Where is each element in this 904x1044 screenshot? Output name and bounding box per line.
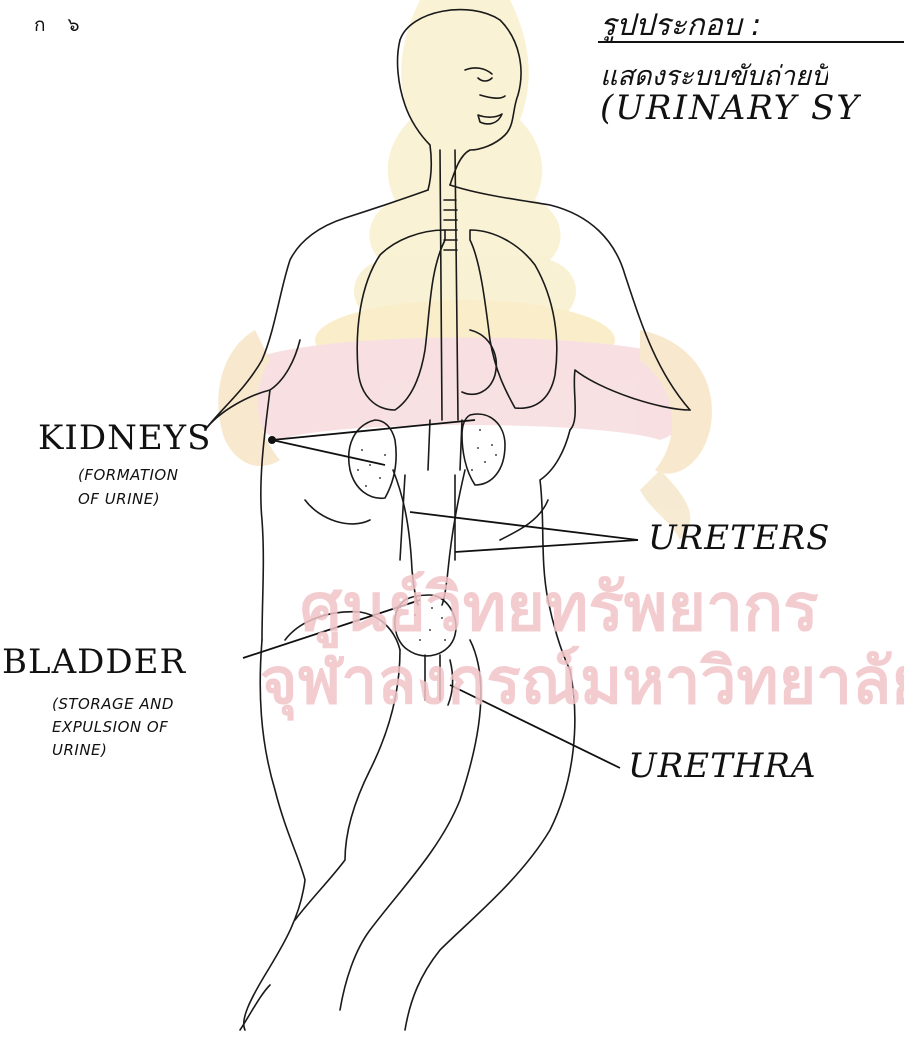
page-number-mark: ก ๖ <box>34 10 88 40</box>
label-bladder: BLADDER <box>2 642 186 682</box>
label-bladder-note-3: URINE) <box>52 739 107 761</box>
title-line1: รูปประกอบ : <box>600 2 761 49</box>
label-kidneys-note-2: OF URINE) <box>78 488 160 510</box>
label-urethra: URETHRA <box>628 746 817 786</box>
pointer-dot <box>268 436 276 444</box>
kidneys-pointer-left <box>272 440 385 465</box>
label-bladder-note-2: EXPULSION OF <box>52 716 168 738</box>
label-bladder-note-1: (STORAGE AND <box>52 693 174 715</box>
label-kidneys-note-1: (FORMATION <box>78 464 178 486</box>
label-kidneys: KIDNEYS <box>38 418 211 458</box>
title-line3: (URINARY SY <box>600 88 861 128</box>
ureters-pointer-lower <box>455 540 638 552</box>
ureters-pointer-upper <box>410 512 638 540</box>
watermark-line2: จุฬาลงกรณ์มหาวิทยาลัย <box>260 630 904 732</box>
label-ureters: URETERS <box>648 518 830 558</box>
